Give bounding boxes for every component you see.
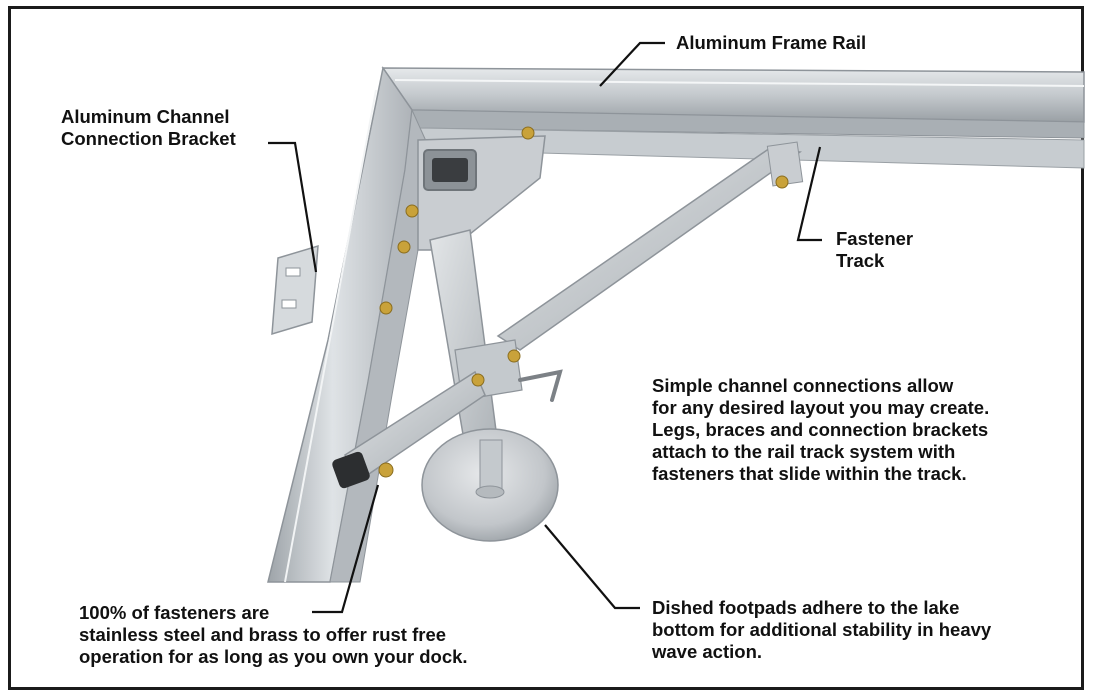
label-fastener-track: Fastener Track [836, 228, 914, 271]
leader-frame-rail [599, 41, 665, 87]
top-frame-rail [381, 67, 1085, 169]
leader-footpads [544, 524, 640, 610]
label-channel-connections: Simple channel connections allow for any… [652, 375, 990, 484]
leader-channel-bracket [268, 141, 318, 273]
leg-adjust-handle [518, 369, 563, 402]
channel-connection-bracket [271, 244, 319, 336]
label-frame-rail: Aluminum Frame Rail [676, 32, 867, 53]
label-fasteners: 100% of fasteners are stainless steel an… [79, 602, 468, 667]
label-channel-bracket: Aluminum Channel Connection Bracket [61, 106, 236, 149]
dished-footpad [421, 428, 559, 542]
leader-fastener-track [796, 146, 822, 242]
label-footpads: Dished footpads adhere to the lake botto… [652, 597, 992, 662]
upper-diagonal-brace [496, 141, 804, 351]
brass-fasteners [378, 126, 789, 478]
leader-lines [268, 41, 822, 614]
leader-fasteners [312, 484, 380, 614]
corner-gusset-plate [417, 135, 546, 251]
brace-end-cap [332, 451, 370, 489]
